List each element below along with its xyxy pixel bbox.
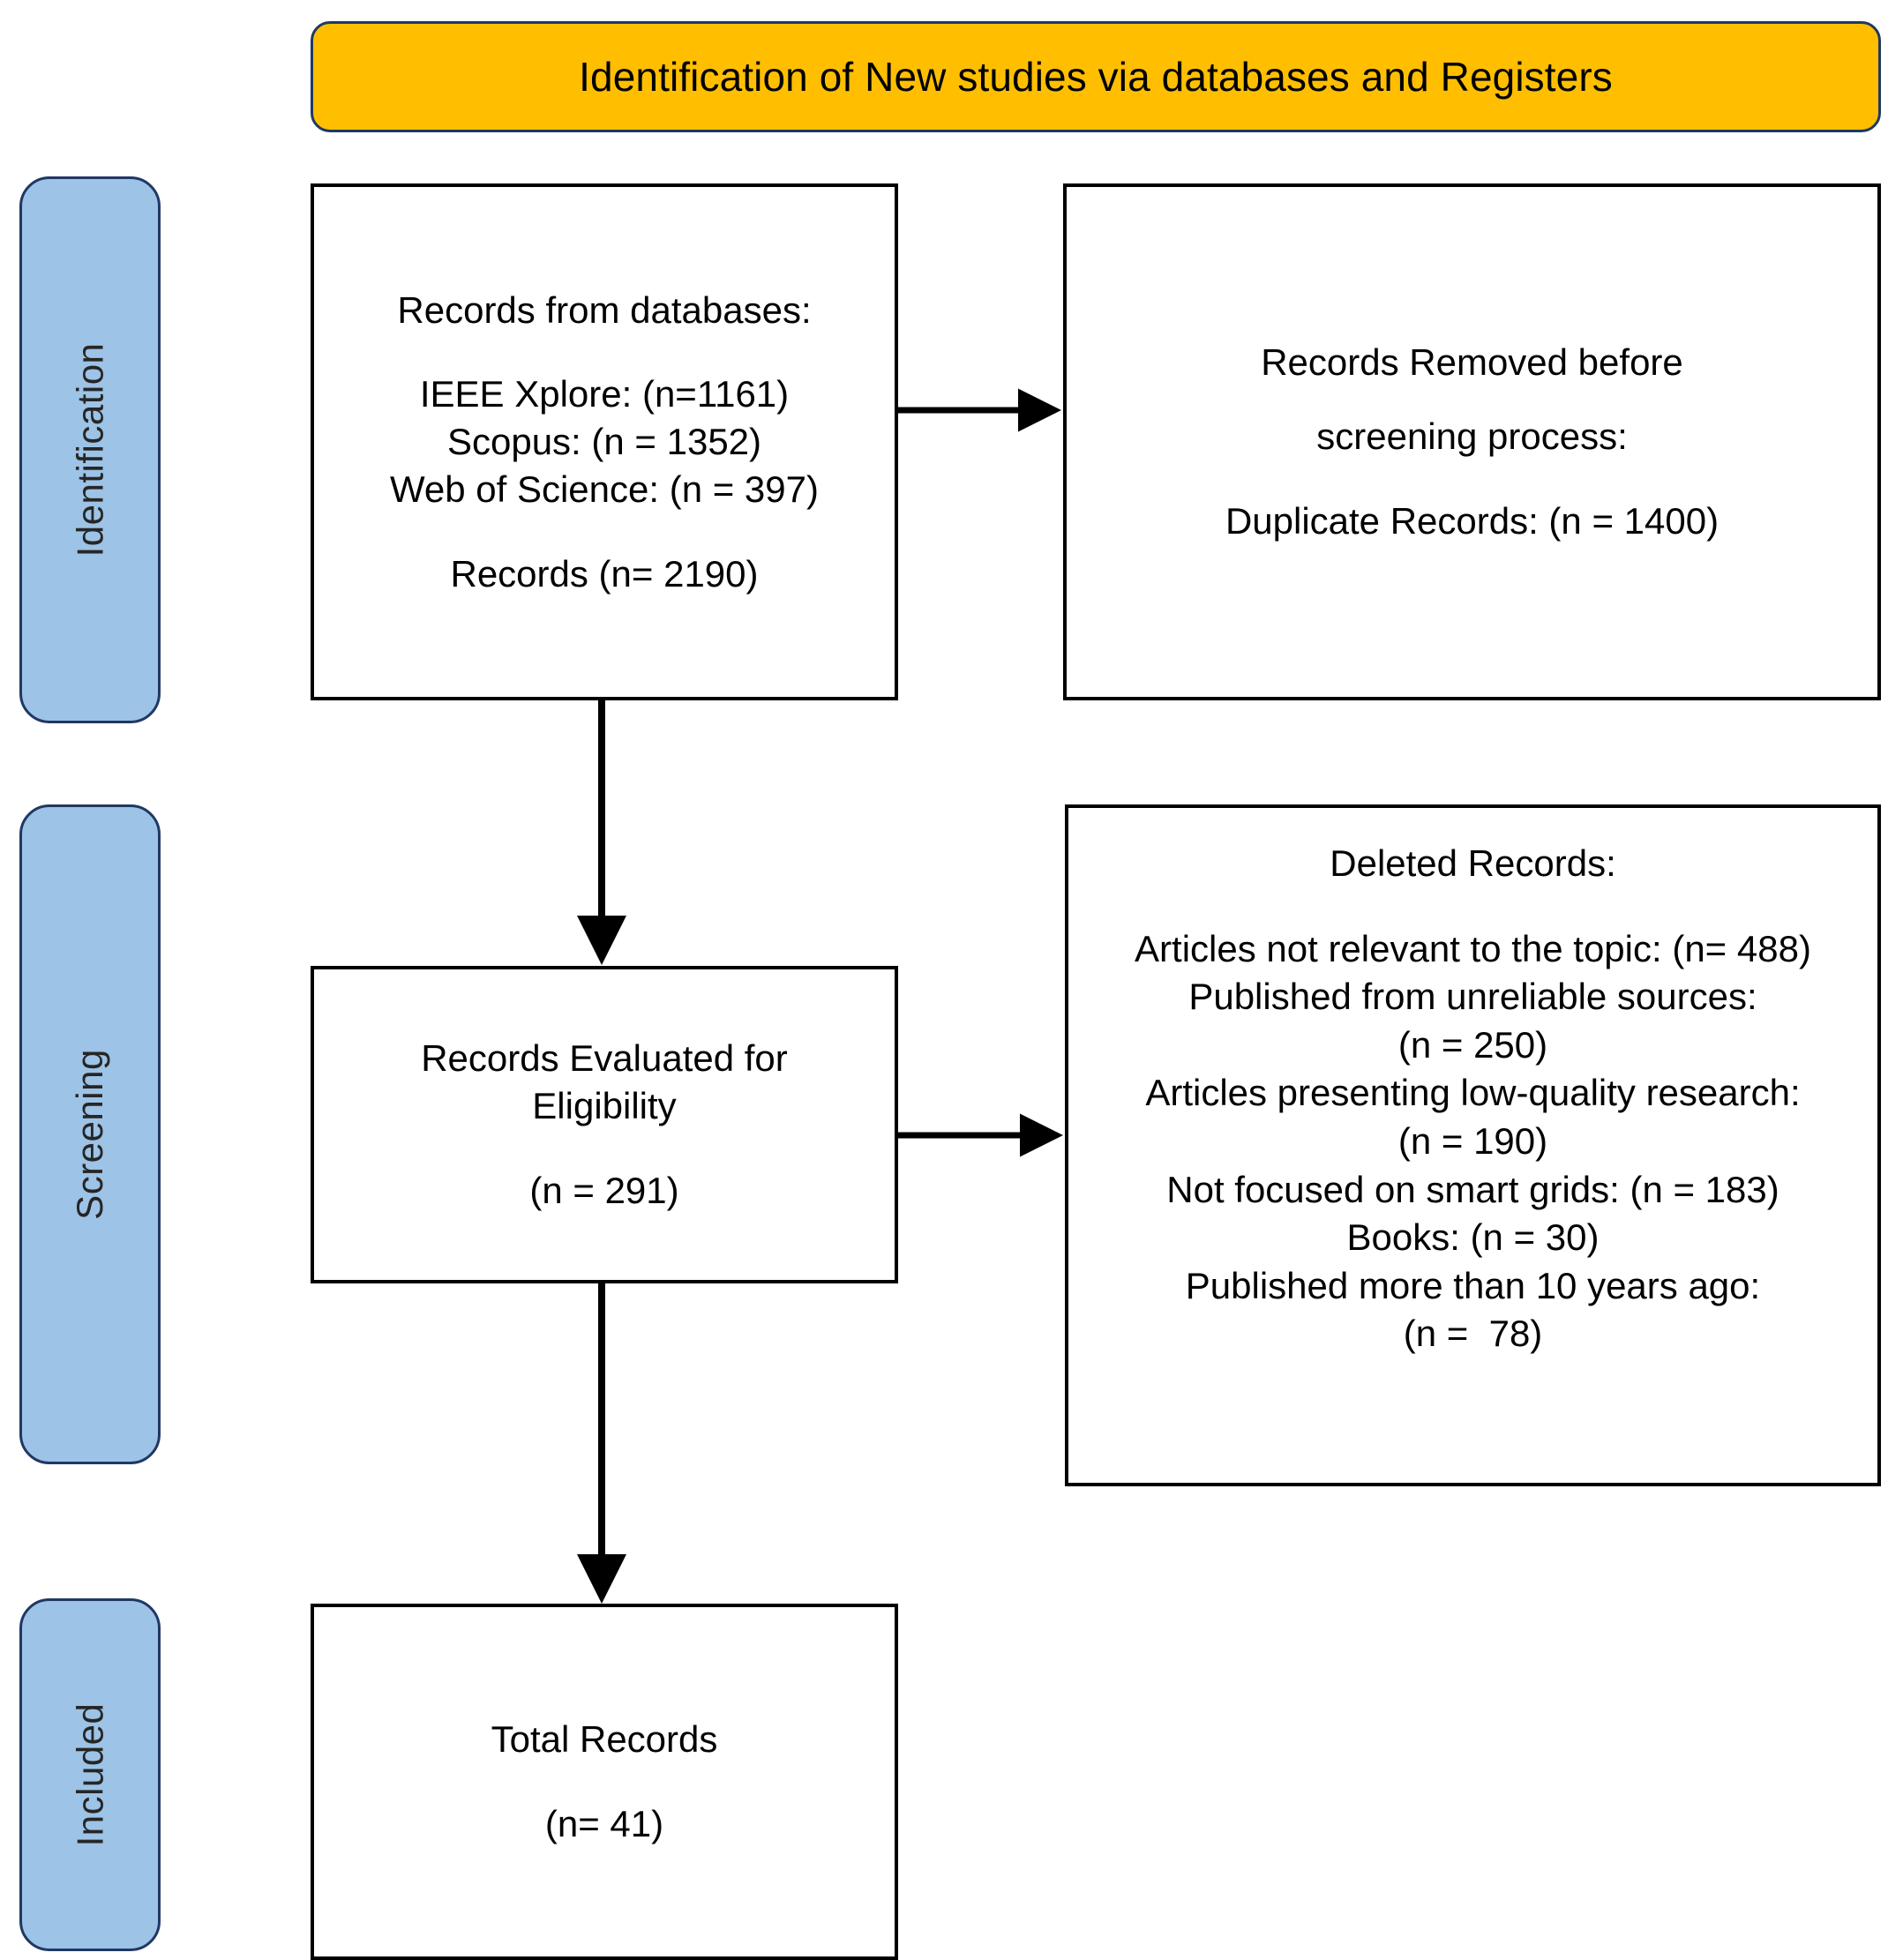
- records-identified-heading: Records from databases:: [397, 288, 812, 331]
- deleted-records-not-smart-grids: Not focused on smart grids: (n = 183): [1166, 1168, 1779, 1210]
- records-identified-scopus: Scopus: (n = 1352): [446, 421, 762, 463]
- stage-pill-screening: Screening: [19, 804, 161, 1464]
- box-records-evaluated: Records Evaluated for Eligibility (n = 2…: [311, 966, 898, 1283]
- deleted-records-low-quality-count: (n = 190): [1397, 1119, 1548, 1162]
- deleted-records-older-than-10-years: Published more than 10 years ago:: [1185, 1264, 1761, 1306]
- total-records-count: (n= 41): [544, 1803, 664, 1844]
- deleted-records-heading: Deleted Records:: [1330, 842, 1616, 884]
- records-identified-wos: Web of Science: (n = 397): [390, 468, 819, 510]
- deleted-records-older-than-10-years-count: (n = 78): [1403, 1313, 1543, 1355]
- records-identified-total: Records (n= 2190): [450, 552, 759, 595]
- stage-label-screening: Screening: [69, 1049, 110, 1220]
- stage-pill-identification: Identification: [19, 176, 161, 723]
- records-removed-duplicates: Duplicate Records: (n = 1400): [1225, 499, 1719, 542]
- deleted-records-unreliable-sources-count: (n = 250): [1397, 1023, 1548, 1066]
- records-evaluated-count: (n = 291): [529, 1169, 679, 1211]
- records-evaluated-line1: Records Evaluated for: [421, 1037, 788, 1080]
- diagram-header-banner: Identification of New studies via databa…: [311, 21, 1881, 132]
- records-removed-heading-line1: Records Removed before: [1261, 341, 1683, 384]
- records-identified-ieee: IEEE Xplore: (n=1161): [419, 373, 790, 415]
- records-evaluated-line2: Eligibility: [532, 1085, 677, 1127]
- page-title: Identification of New studies via databa…: [579, 53, 1613, 100]
- box-records-removed: Records Removed before screening process…: [1063, 183, 1881, 700]
- stage-label-identification: Identification: [69, 342, 111, 557]
- stage-label-included: Included: [69, 1702, 111, 1847]
- box-deleted-records: Deleted Records: Articles not relevant t…: [1065, 804, 1881, 1486]
- stage-pill-included: Included: [19, 1598, 161, 1951]
- deleted-records-unreliable-sources: Published from unreliable sources:: [1188, 976, 1757, 1018]
- total-records-label: Total Records: [491, 1718, 718, 1761]
- deleted-records-not-relevant: Articles not relevant to the topic: (n= …: [1135, 927, 1811, 969]
- box-records-identified: Records from databases: IEEE Xplore: (n=…: [311, 183, 898, 700]
- records-removed-heading-line2: screening process:: [1316, 415, 1628, 458]
- box-total-records: Total Records (n= 41): [311, 1604, 898, 1960]
- deleted-records-low-quality: Articles presenting low-quality research…: [1145, 1072, 1801, 1114]
- deleted-records-books: Books: (n = 30): [1346, 1216, 1600, 1259]
